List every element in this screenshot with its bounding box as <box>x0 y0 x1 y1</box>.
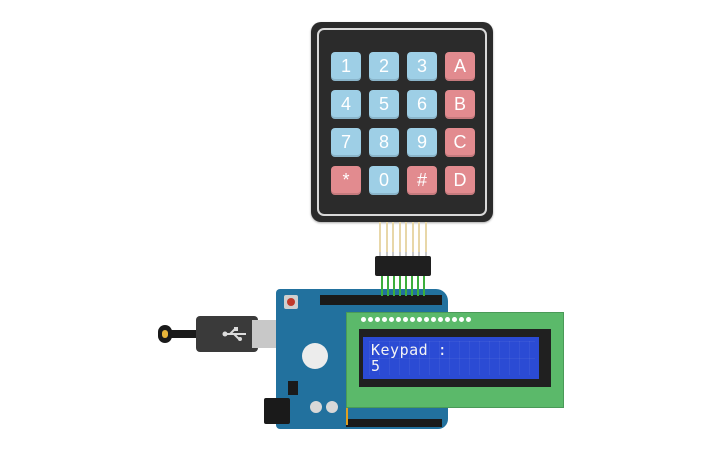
key-c[interactable]: C <box>445 128 475 157</box>
reset-button[interactable] <box>287 298 295 306</box>
lcd-pin-hole <box>396 317 401 322</box>
key-3[interactable]: 3 <box>407 52 437 81</box>
lcd-pixel-grid <box>369 341 535 375</box>
ribbon-pin <box>418 252 420 256</box>
dc-power-jack <box>264 398 290 424</box>
usb-cable <box>160 330 218 338</box>
lcd-pin-hole <box>438 317 443 322</box>
key-2[interactable]: 2 <box>369 52 399 81</box>
ribbon-wire <box>411 222 414 258</box>
ribbon-pin <box>405 252 407 256</box>
green-wire[interactable] <box>381 276 383 296</box>
lcd-pin-hole <box>445 317 450 322</box>
lcd-pin-hole <box>452 317 457 322</box>
key-a[interactable]: A <box>445 52 475 81</box>
ribbon-pin <box>392 252 394 256</box>
ribbon-wire <box>418 222 420 258</box>
key-6[interactable]: 6 <box>407 90 437 119</box>
lcd-pin-hole <box>410 317 415 322</box>
capacitor-small-2 <box>326 401 338 413</box>
key-7[interactable]: 7 <box>331 128 361 157</box>
keypad-frame <box>317 28 487 216</box>
green-wire[interactable] <box>423 276 425 296</box>
usb-icon <box>222 326 248 342</box>
ribbon-pin <box>411 252 414 256</box>
lcd-bezel: Keypad : 5 <box>359 329 551 387</box>
lcd-pin-hole <box>431 317 436 322</box>
key-4[interactable]: 4 <box>331 90 361 119</box>
lcd-line-1: Keypad : <box>371 341 448 359</box>
ribbon-pin <box>398 252 401 256</box>
lcd-pin-hole <box>466 317 471 322</box>
capacitor <box>302 343 328 369</box>
lcd-screen: Keypad : 5 <box>363 337 539 379</box>
keypad-connector <box>375 256 431 276</box>
lcd-pin-hole <box>382 317 387 322</box>
lcd-pin-hole <box>375 317 380 322</box>
key-1[interactable]: 1 <box>331 52 361 81</box>
ribbon-wire <box>405 222 407 258</box>
digital-header <box>320 295 442 305</box>
key-b[interactable]: B <box>445 90 475 119</box>
lcd-pin-hole <box>403 317 408 322</box>
key-8[interactable]: 8 <box>369 128 399 157</box>
green-wire[interactable] <box>399 276 401 296</box>
lcd-pin-hole <box>417 317 422 322</box>
ribbon-pin <box>379 252 381 256</box>
voltage-regulator <box>288 381 298 395</box>
key-star[interactable]: * <box>331 166 361 195</box>
lcd-pin-hole <box>361 317 366 322</box>
key-5[interactable]: 5 <box>369 90 399 119</box>
ribbon-wire <box>398 222 401 258</box>
key-hash[interactable]: # <box>407 166 437 195</box>
key-d[interactable]: D <box>445 166 475 195</box>
lcd-pin-hole <box>389 317 394 322</box>
green-wire[interactable] <box>387 276 389 296</box>
power-analog-header <box>346 419 442 427</box>
lcd-line-2: 5 <box>371 357 381 375</box>
ribbon-wire <box>424 222 427 258</box>
lcd-pin-hole <box>459 317 464 322</box>
lcd-pin-hole <box>368 317 373 322</box>
ribbon-wire <box>392 222 394 258</box>
capacitor-small-1 <box>310 401 322 413</box>
green-wire[interactable] <box>417 276 419 296</box>
lcd-module: Keypad : 5 <box>346 312 564 408</box>
lcd-pin-hole <box>424 317 429 322</box>
ribbon-pin <box>385 252 388 256</box>
ribbon-pin <box>424 252 427 256</box>
green-wire[interactable] <box>411 276 413 296</box>
key-0[interactable]: 0 <box>369 166 399 195</box>
ribbon-wire <box>379 222 381 258</box>
green-wire[interactable] <box>405 276 407 296</box>
usb-cable-tip <box>162 330 168 338</box>
key-9[interactable]: 9 <box>407 128 437 157</box>
green-wire[interactable] <box>393 276 395 296</box>
ribbon-wire <box>385 222 388 258</box>
